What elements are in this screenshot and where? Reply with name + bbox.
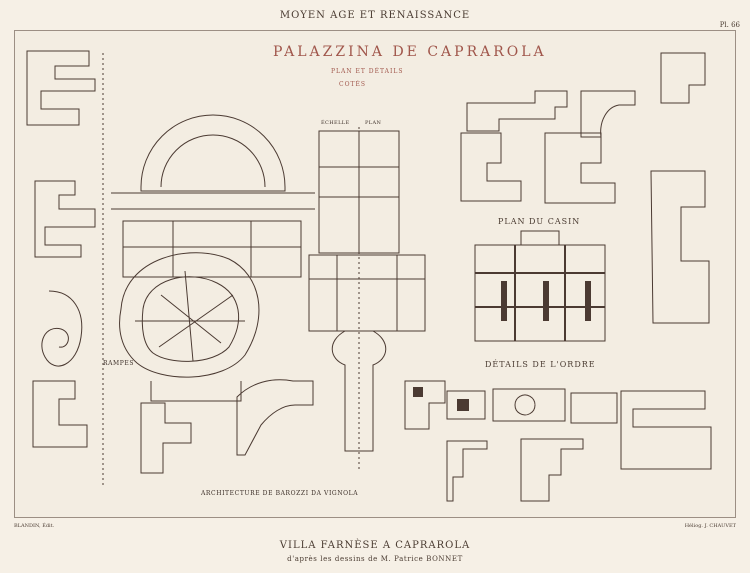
label-plan-du-casin: PLAN DU CASIN (498, 217, 581, 226)
profile-mid-right-1 (460, 132, 522, 202)
label-rampes: RAMPES (103, 360, 135, 367)
drawings-credit: d'après les dessins de M. Patrice BONNET (287, 555, 463, 563)
ramp-radials (135, 270, 245, 362)
semicircle-plan (140, 114, 286, 192)
profile-mid-right-2 (544, 132, 616, 204)
profile-top-right-3 (660, 52, 706, 104)
label-plan: PLAN (365, 120, 382, 126)
drawing-frame: PALAZZINA DE CAPRAROLA PLAN ET DÉTAILS C… (14, 30, 736, 518)
order-column-fill (457, 399, 469, 411)
label-details-de-l-ordre: DÉTAILS DE L'ORDRE (485, 360, 596, 369)
detail-wall-plan-2 (236, 379, 314, 456)
long-plan-middle-grid (309, 255, 425, 331)
profile-top-right-2 (580, 90, 636, 138)
publisher-credit: BLANDIN, Édit. (14, 523, 55, 529)
profile-top-right-1 (466, 90, 568, 132)
order-detail-plan-1 (446, 390, 486, 420)
long-plan-upper (318, 130, 400, 254)
casin-plan-walls (475, 245, 605, 341)
moulding-bottom-1 (446, 440, 488, 502)
order-detail-circle (514, 394, 536, 416)
casin-wall-fill-2 (543, 281, 549, 321)
base-profile-left (32, 380, 88, 448)
plate-caption: VILLA FARNÈSE A CAPRAROLA (279, 540, 471, 551)
order-detail-left (404, 380, 446, 430)
page-header: MOYEN AGE ET RENAISSANCE (279, 10, 471, 21)
garden-grid (122, 220, 302, 278)
long-plan-middle (308, 254, 426, 332)
heliograph-credit: Héliog. J. CHAUVET (684, 523, 736, 529)
cornice-right (650, 170, 710, 324)
drawing-main-title: PALAZZINA DE CAPRAROLA (273, 44, 547, 60)
oval-stair-inner (141, 276, 240, 362)
detail-wall-plan-1 (140, 402, 192, 474)
drawing-subtitle-1: PLAN ET DÉTAILS (331, 68, 404, 75)
ramp-steps (150, 381, 242, 402)
semicircle-inner (160, 134, 266, 188)
base-detail-right (620, 390, 712, 470)
casin-front-steps (520, 230, 560, 245)
cornice-profile-left (34, 180, 96, 258)
garden-divider (123, 221, 301, 277)
casin-wall-fill-3 (585, 281, 591, 321)
casin-plan-outline (474, 244, 606, 342)
order-detail-plan-2 (570, 392, 618, 424)
casin-wall-fill-1 (501, 281, 507, 321)
detail-fill-left (413, 387, 423, 397)
oval-stair-outline (119, 252, 260, 378)
label-architecture-vignola: ARCHITECTURE DE BAROZZI DA VIGNOLA (201, 490, 359, 497)
order-detail-column-plan (492, 388, 566, 422)
long-plan-stem (331, 330, 387, 452)
plate-number: Pl. 66 (719, 21, 740, 29)
moulding-bottom-2 (520, 438, 584, 502)
console-left (41, 290, 83, 367)
moulding-profile-top-left (26, 50, 96, 126)
label-echelle: ÉCHELLE (321, 120, 350, 126)
drawing-subtitle-2: COTÉS (339, 81, 367, 88)
architectural-drawing (26, 50, 712, 502)
